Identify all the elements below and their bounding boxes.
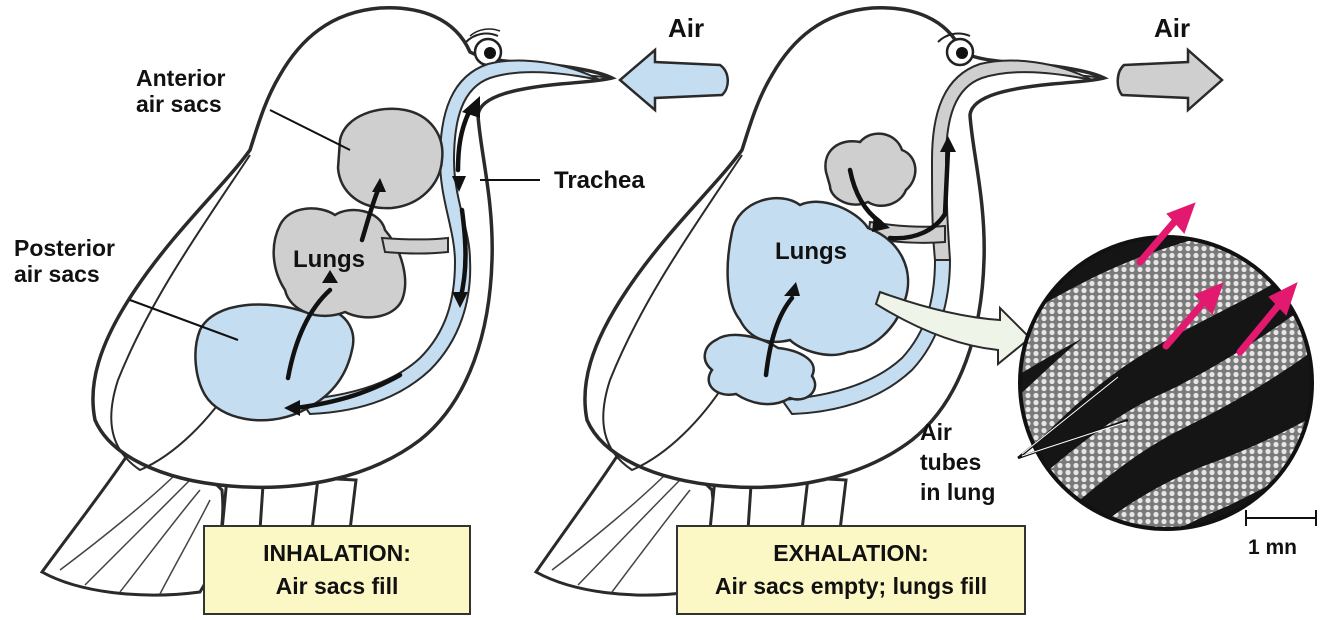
left-bird-leg-2 (312, 478, 356, 530)
air-tubes-line2: tubes (920, 448, 995, 478)
exhale-air-label: Air (1154, 14, 1190, 43)
inhalation-caption-text: Air sacs fill (263, 570, 411, 603)
air-tubes-label: Air tubes in lung (920, 418, 995, 508)
air-tubes-line1: Air (920, 418, 995, 448)
exhalation-caption-title: EXHALATION: (715, 537, 987, 570)
lung-micrograph (980, 200, 1324, 590)
anterior-label-line1: Anterior (136, 66, 225, 92)
anterior-label-line2: air sacs (136, 92, 225, 118)
scale-bar (1246, 510, 1316, 526)
exhalation-caption-box: EXHALATION: Air sacs empty; lungs fill (676, 525, 1026, 615)
inhalation-caption-box: INHALATION: Air sacs fill (203, 525, 471, 615)
anterior-air-sacs-label: Anterior air sacs (136, 66, 225, 118)
exhalation-lungs-label: Lungs (775, 239, 847, 266)
air-tubes-line3: in lung (920, 478, 995, 508)
scale-bar-label: 1 mn (1248, 536, 1297, 560)
inhalation-lungs-label: Lungs (293, 247, 365, 274)
exhale-air-arrow (1118, 50, 1222, 110)
trachea-label: Trachea (554, 168, 645, 195)
posterior-air-sacs-label: Posterior air sacs (14, 236, 115, 288)
left-anterior-air-sac (338, 109, 442, 208)
posterior-label-line1: Posterior (14, 236, 115, 262)
inhale-air-label: Air (668, 14, 704, 43)
inhale-air-arrow (620, 50, 728, 110)
posterior-label-line2: air sacs (14, 262, 115, 288)
inhalation-caption-title: INHALATION: (263, 537, 411, 570)
exhalation-caption-text: Air sacs empty; lungs fill (715, 570, 987, 603)
right-bird-leg-2 (802, 478, 846, 530)
